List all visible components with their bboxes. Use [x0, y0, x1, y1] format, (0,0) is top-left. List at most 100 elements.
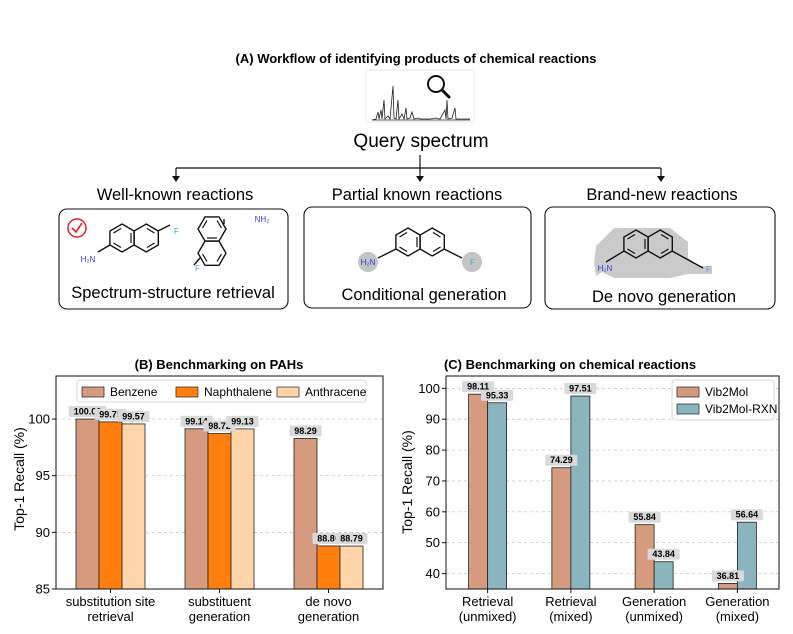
- x-tick-label: Generation: [705, 594, 769, 609]
- query-spectrum-image: [365, 69, 475, 123]
- x-tick-label: de novo: [305, 594, 351, 609]
- retrieval-caption: Spectrum-structure retrieval: [71, 284, 275, 302]
- bar: [487, 402, 508, 590]
- chart-b-legend: Benzene Naphthalene Anthracene: [76, 379, 367, 403]
- y-tick-label: 80: [426, 443, 440, 458]
- data-label: 98.11: [467, 382, 489, 392]
- data-label: 56.64: [736, 510, 759, 520]
- data-label-bg: [481, 389, 514, 401]
- chart-c-plot-frame: [445, 375, 780, 590]
- data-label: 98.29: [294, 426, 317, 436]
- x-tick-label: generation: [298, 609, 359, 624]
- data-label: 97.51: [569, 384, 592, 394]
- x-tick-label: generation: [189, 609, 250, 624]
- atom-fluorine-3: F: [470, 258, 475, 267]
- legend-label: Vib2Mol: [705, 385, 748, 399]
- data-label-bg: [647, 548, 680, 560]
- x-tick-label: Retrieval: [462, 594, 513, 609]
- bar: [339, 545, 364, 590]
- data-label: 88.79: [340, 534, 363, 544]
- y-tick-label: 60: [426, 504, 440, 519]
- legend-label: Anthracene: [305, 385, 367, 399]
- bar: [98, 421, 123, 590]
- data-label-bg: [730, 509, 763, 521]
- data-label-bg: [545, 454, 578, 466]
- chart-b-ylabel: Top-1 Recall (%): [11, 427, 27, 530]
- legend-swatch: [676, 403, 700, 415]
- bar: [207, 433, 232, 590]
- x-tick-label: retrieval: [87, 609, 133, 624]
- y-tick-label: 40: [426, 566, 440, 581]
- legend-label: Naphthalene: [204, 385, 272, 399]
- y-tick-label: 50: [426, 535, 440, 550]
- y-tick-label: 85: [36, 582, 50, 597]
- x-tick-label: Generation: [622, 594, 686, 609]
- data-label: 99.57: [122, 411, 145, 421]
- y-tick-label: 90: [36, 525, 50, 540]
- de-novo-card: H₂N F De novo generation: [544, 206, 776, 310]
- y-tick-label: 100: [28, 412, 50, 427]
- x-tick-label: (mixed): [549, 609, 592, 624]
- retrieval-card: H₂N F NH₂ F Spectrum-structure retrieval: [58, 208, 289, 310]
- x-tick-label: (unmixed): [625, 609, 683, 624]
- branch-heading-well-known: Well-known reactions: [97, 186, 254, 204]
- check-icon: [67, 218, 87, 238]
- data-label-bg: [289, 425, 322, 437]
- legend-swatch: [81, 386, 105, 398]
- workflow-title: (A) Workflow of identifying products of …: [236, 51, 597, 66]
- data-label-bg: [564, 383, 597, 395]
- atom-amine-1: H₂N: [81, 255, 96, 264]
- conditional-generation-caption: Conditional generation: [341, 286, 506, 304]
- chart-c-bars: [468, 393, 757, 590]
- bar: [570, 395, 591, 590]
- y-tick-label: 95: [36, 468, 50, 483]
- workflow-panel: (A) Workflow of identifying products of …: [58, 51, 776, 310]
- chart-b: (B) Benchmarking on PAHs Top-1 Recall (%…: [11, 357, 384, 624]
- x-tick-label: (unmixed): [459, 609, 517, 624]
- atom-fluorine-4: F: [706, 265, 711, 274]
- data-label-bg: [226, 415, 259, 427]
- data-label: 55.84: [633, 512, 656, 522]
- data-label: 43.84: [652, 549, 675, 559]
- bar: [230, 428, 255, 590]
- atom-amine-4: H₂N: [598, 264, 613, 273]
- bar: [551, 467, 572, 590]
- data-label: 36.81: [717, 571, 740, 581]
- data-label: 98.72: [208, 421, 231, 431]
- workflow-arrows: [172, 155, 665, 182]
- x-tick-label: substitution site: [66, 594, 156, 609]
- data-label: 95.33: [486, 390, 509, 400]
- data-label-bg: [335, 533, 368, 545]
- data-label-bg: [711, 570, 744, 582]
- chart-c-x-ticks: Retrieval(unmixed)Retrieval(mixed)Genera…: [459, 589, 770, 624]
- data-label: 88.80: [317, 533, 340, 543]
- bar: [717, 583, 738, 590]
- legend-label: Vib2Mol-RXN: [705, 402, 777, 416]
- de-novo-caption: De novo generation: [592, 288, 736, 306]
- x-tick-label: Retrieval: [545, 594, 596, 609]
- conditional-generation-card: H₂N F Conditional generation: [303, 206, 532, 309]
- y-tick-label: 90: [426, 412, 440, 427]
- chart-b-x-ticks: substitution siteretrievalsubstituentgen…: [66, 589, 359, 624]
- branch-heading-brand-new: Brand-new reactions: [586, 186, 737, 204]
- chart-c: (C) Benchmarking on chemical reactions T…: [399, 357, 780, 624]
- x-tick-label: substituent: [188, 594, 251, 609]
- chart-b-title: (B) Benchmarking on PAHs: [135, 357, 304, 372]
- magnifier-icon: [427, 75, 451, 99]
- chart-b-bars: [75, 418, 364, 590]
- legend-label: Benzene: [110, 385, 158, 399]
- legend-swatch: [175, 386, 199, 398]
- x-tick-label: (mixed): [716, 609, 759, 624]
- data-label: 99.13: [231, 416, 254, 426]
- data-label: 99.75: [99, 409, 122, 419]
- y-tick-label: 100: [418, 381, 440, 396]
- branch-heading-partial-known: Partial known reactions: [332, 186, 503, 204]
- bar: [121, 423, 146, 590]
- data-label: 74.29: [550, 455, 573, 465]
- data-label-bg: [462, 381, 495, 393]
- bar: [316, 545, 341, 590]
